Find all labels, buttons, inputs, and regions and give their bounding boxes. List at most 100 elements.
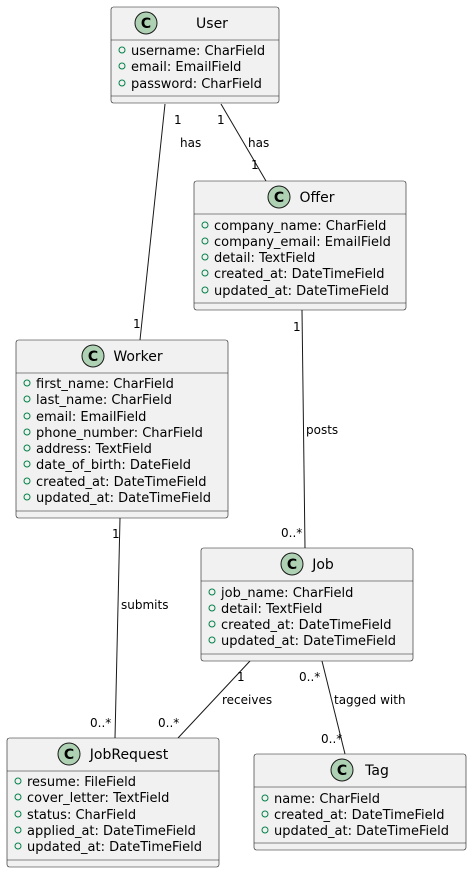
- attribute-row: date_of_birth: DateField: [23, 458, 191, 473]
- class-name: User: [196, 16, 228, 32]
- class-name: JobRequest: [89, 747, 169, 763]
- class-badge-icon: [267, 185, 291, 209]
- attribute-row: username: CharField: [118, 44, 265, 59]
- class-badge-icon: [81, 344, 105, 368]
- class-jobrequest[interactable]: C JobRequest resume: FileField cover_let…: [6, 737, 220, 868]
- class-badge-icon: [280, 552, 304, 576]
- attribute-row: phone_number: CharField: [23, 426, 203, 441]
- attribute-text: detail: TextField: [214, 251, 315, 266]
- attribute-text: email: EmailField: [131, 60, 241, 75]
- multiplicity-to: 0..*: [281, 526, 302, 540]
- attribute-row: updated_at: DateTimeField: [14, 840, 202, 855]
- attribute-text: password: CharField: [131, 77, 262, 92]
- attribute-row: detail: TextField: [201, 251, 315, 266]
- attribute-text: date_of_birth: DateField: [36, 458, 191, 473]
- attribute-row: password: CharField: [118, 77, 262, 92]
- attribute-text: name: CharField: [274, 792, 380, 807]
- relation-user-worker: has 1 1: [133, 103, 201, 341]
- attribute-row: detail: TextField: [208, 602, 322, 617]
- relation-label: posts: [306, 423, 338, 437]
- public-visibility-icon: [201, 269, 209, 277]
- attribute-row: last_name: CharField: [23, 393, 172, 408]
- class-offer[interactable]: C Offer company_name: CharField company_…: [193, 180, 407, 311]
- attribute-text: detail: TextField: [221, 602, 322, 617]
- attribute-text: updated_at: DateTimeField: [36, 491, 211, 506]
- public-visibility-icon: [201, 237, 209, 245]
- class-name: Job: [311, 557, 334, 573]
- attribute-text: phone_number: CharField: [36, 426, 203, 441]
- class-name: Worker: [113, 349, 163, 365]
- public-visibility-icon: [201, 253, 209, 261]
- class-badge-icon: [330, 758, 354, 782]
- class-badge-letter: C: [274, 190, 284, 206]
- class-worker[interactable]: C Worker first_name: CharField last_name…: [15, 339, 229, 519]
- attribute-text: first_name: CharField: [36, 377, 174, 392]
- attribute-text: company_name: CharField: [214, 219, 386, 234]
- attribute-text: created_at: DateTimeField: [221, 618, 392, 633]
- public-visibility-icon: [208, 604, 216, 612]
- public-visibility-icon: [23, 493, 31, 501]
- relation-job-tag: tagged with 0..* 0..*: [299, 660, 406, 755]
- public-visibility-icon: [261, 794, 269, 802]
- public-visibility-icon: [14, 777, 22, 785]
- class-badge-letter: C: [287, 557, 297, 573]
- multiplicity-to: 1: [251, 158, 259, 172]
- attribute-text: updated_at: DateTimeField: [274, 824, 449, 839]
- attribute-row: job_name: CharField: [208, 586, 353, 601]
- attribute-text: applied_at: DateTimeField: [27, 824, 196, 839]
- attribute-row: updated_at: DateTimeField: [261, 824, 449, 839]
- public-visibility-icon: [208, 636, 216, 644]
- public-visibility-icon: [118, 46, 126, 54]
- public-visibility-icon: [23, 379, 31, 387]
- relation-label: has: [248, 136, 269, 150]
- public-visibility-icon: [261, 826, 269, 834]
- attribute-row: company_name: CharField: [201, 219, 386, 234]
- attribute-row: created_at: DateTimeField: [201, 267, 385, 282]
- public-visibility-icon: [14, 793, 22, 801]
- attribute-row: address: TextField: [23, 442, 152, 457]
- public-visibility-icon: [118, 62, 126, 70]
- attribute-row: created_at: DateTimeField: [261, 808, 445, 823]
- relation-job-jobrequest: receives 1 0..*: [158, 660, 272, 739]
- relation-label: tagged with: [334, 693, 406, 707]
- attribute-row: updated_at: DateTimeField: [208, 634, 396, 649]
- public-visibility-icon: [201, 221, 209, 229]
- public-visibility-icon: [23, 460, 31, 468]
- attribute-row: updated_at: DateTimeField: [23, 491, 211, 506]
- public-visibility-icon: [14, 826, 22, 834]
- multiplicity-from: 1: [112, 527, 120, 541]
- class-name: Offer: [299, 190, 334, 206]
- attribute-text: email: EmailField: [36, 410, 146, 425]
- multiplicity-to: 0..*: [158, 716, 179, 730]
- public-visibility-icon: [208, 588, 216, 596]
- attribute-text: created_at: DateTimeField: [274, 808, 445, 823]
- attribute-text: created_at: DateTimeField: [214, 267, 385, 282]
- class-badge-icon: [134, 11, 158, 35]
- public-visibility-icon: [23, 477, 31, 485]
- attribute-row: created_at: DateTimeField: [208, 618, 392, 633]
- attribute-row: email: EmailField: [118, 60, 241, 75]
- attribute-row: created_at: DateTimeField: [23, 475, 207, 490]
- attribute-text: address: TextField: [36, 442, 152, 457]
- attribute-text: updated_at: DateTimeField: [27, 840, 202, 855]
- class-badge-letter: C: [141, 16, 151, 32]
- attribute-row: company_email: EmailField: [201, 235, 391, 250]
- class-badge-letter: C: [88, 349, 98, 365]
- attribute-row: email: EmailField: [23, 410, 146, 425]
- public-visibility-icon: [23, 428, 31, 436]
- class-badge-icon: [57, 742, 81, 766]
- public-visibility-icon: [208, 620, 216, 628]
- public-visibility-icon: [23, 412, 31, 420]
- public-visibility-icon: [201, 286, 209, 294]
- class-user[interactable]: C User username: CharField email: EmailF…: [110, 6, 280, 104]
- attribute-row: cover_letter: TextField: [14, 791, 169, 806]
- multiplicity-from: 1: [237, 670, 245, 684]
- public-visibility-icon: [14, 810, 22, 818]
- class-job[interactable]: C Job job_name: CharField detail: TextFi…: [200, 547, 414, 662]
- multiplicity-to: 0..*: [90, 716, 111, 730]
- attribute-text: created_at: DateTimeField: [36, 475, 207, 490]
- attribute-text: username: CharField: [131, 44, 265, 59]
- attribute-text: cover_letter: TextField: [27, 791, 169, 806]
- class-tag[interactable]: C Tag name: CharField created_at: DateTi…: [253, 753, 467, 851]
